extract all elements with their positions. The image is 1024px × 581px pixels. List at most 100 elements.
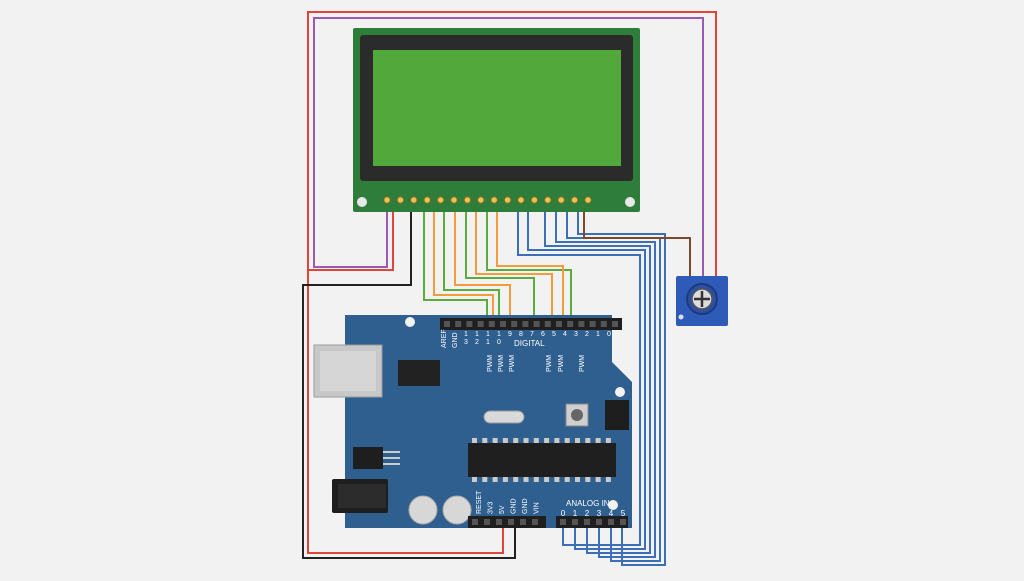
digital-pin-number: 8 bbox=[519, 331, 523, 338]
digital-pin-number: 9 bbox=[508, 331, 512, 338]
chip-pin bbox=[575, 438, 580, 443]
digital-label: DIGITAL bbox=[514, 339, 545, 348]
chip-pin bbox=[513, 438, 519, 443]
digital-pin-number: 1 bbox=[475, 331, 479, 338]
chip-pin bbox=[595, 438, 601, 443]
lcd-mount-hole-right bbox=[625, 197, 635, 207]
wire-blue-6 bbox=[577, 200, 666, 566]
pwm-label-9: PWM bbox=[509, 355, 516, 372]
digital-header-pin bbox=[533, 321, 540, 327]
digital-header-pin bbox=[612, 321, 618, 327]
digital-pin-number: 7 bbox=[530, 331, 534, 338]
pwm-label-6: PWM bbox=[546, 355, 553, 372]
digital-pin-number: 1 bbox=[486, 331, 490, 338]
wire-blue-1 bbox=[517, 200, 641, 546]
lcd-pin bbox=[396, 196, 405, 204]
wire-orange-1 bbox=[433, 200, 494, 322]
lcd-pin bbox=[477, 196, 485, 204]
wire-green-4 bbox=[486, 200, 572, 322]
chip-pin bbox=[564, 477, 570, 482]
wire-green-1 bbox=[423, 200, 488, 322]
power-jack-icon bbox=[332, 479, 388, 513]
usb-port-icon bbox=[313, 344, 383, 398]
chip-pin bbox=[502, 477, 508, 482]
wire-brown-pot bbox=[583, 200, 691, 282]
lcd-mount-hole-left bbox=[357, 197, 367, 207]
digital-pin-number: 3 bbox=[464, 339, 468, 346]
wire-blue-2 bbox=[527, 200, 646, 550]
pwm-label-11: PWM bbox=[487, 355, 494, 372]
digital-header-pin bbox=[600, 321, 607, 327]
chip-pin bbox=[502, 438, 508, 443]
digital-header-pin bbox=[500, 321, 506, 327]
lcd-pin bbox=[490, 196, 498, 204]
digital-header-pin bbox=[578, 321, 585, 327]
usb-chip bbox=[398, 360, 440, 386]
power-pin-label: 3V3 bbox=[488, 501, 495, 514]
icsp-header bbox=[605, 400, 629, 430]
chip-pin bbox=[554, 477, 560, 482]
chip-pin bbox=[513, 477, 519, 482]
analog-pin-number: 1 bbox=[573, 509, 578, 518]
chip-pin bbox=[492, 438, 498, 443]
digital-pin-number: 1 bbox=[596, 331, 600, 338]
wire-green-3 bbox=[465, 200, 535, 322]
arduino-hole-1 bbox=[405, 317, 415, 327]
analog-pin-number: 4 bbox=[609, 509, 614, 518]
analog-pin-number: 3 bbox=[597, 509, 602, 518]
arduino-hole-4 bbox=[608, 500, 618, 510]
lcd-pin bbox=[436, 196, 445, 204]
lcd-pin-header bbox=[383, 196, 592, 204]
chip-pin bbox=[595, 477, 601, 482]
wire-orange-3 bbox=[475, 200, 553, 322]
digital-pin-number: 1 bbox=[486, 339, 490, 346]
wire-red-5v-board bbox=[307, 270, 504, 554]
chip-pin bbox=[585, 477, 591, 482]
power-pin-label: 5V bbox=[499, 505, 506, 514]
power-pin-label: GND bbox=[511, 498, 518, 514]
voltage-regulator bbox=[353, 447, 400, 469]
lcd-pin bbox=[503, 196, 512, 204]
analog-header-pin bbox=[560, 519, 566, 525]
digital-pin-number: 2 bbox=[585, 331, 589, 338]
chip-pin bbox=[575, 477, 580, 482]
digital-pin-number: 4 bbox=[563, 331, 567, 338]
lcd-pin bbox=[410, 196, 418, 204]
lcd-pin bbox=[423, 196, 431, 204]
lcd-pin bbox=[383, 196, 391, 204]
digital-header-pin bbox=[589, 321, 596, 327]
chip-pin bbox=[564, 438, 570, 443]
lcd-pin bbox=[463, 196, 472, 204]
digital-header-pin bbox=[544, 321, 551, 327]
power-pin-label: VIN bbox=[534, 502, 541, 514]
digital-header-pin bbox=[477, 321, 484, 327]
chip-pin bbox=[482, 477, 488, 482]
digital-header-pin bbox=[567, 321, 574, 327]
atmega-chip bbox=[468, 443, 616, 477]
analog-header bbox=[556, 516, 628, 528]
analog-pin-number: 2 bbox=[585, 509, 590, 518]
aref-label: AREF bbox=[441, 329, 448, 348]
digital-header-pin bbox=[511, 321, 518, 327]
pwm-label-10: PWM bbox=[498, 355, 505, 372]
digital-pin-number: 2 bbox=[475, 339, 479, 346]
wire-blue-4 bbox=[555, 200, 656, 558]
wire-orange-2 bbox=[454, 200, 511, 322]
chip-pin bbox=[523, 477, 529, 482]
digital-pin-number: 6 bbox=[541, 331, 545, 338]
analog-header-pin bbox=[596, 519, 602, 525]
chip-pin bbox=[492, 477, 498, 482]
digital-header-pin bbox=[522, 321, 529, 327]
lcd-pin bbox=[530, 196, 539, 204]
lcd-module-icon bbox=[353, 28, 640, 212]
analog-in-label: ANALOG IN bbox=[566, 499, 610, 508]
analog-pin-number: 0 bbox=[561, 509, 566, 518]
digital-header-pin bbox=[455, 321, 462, 327]
reset-button bbox=[565, 403, 589, 427]
chip-pin bbox=[472, 477, 477, 482]
